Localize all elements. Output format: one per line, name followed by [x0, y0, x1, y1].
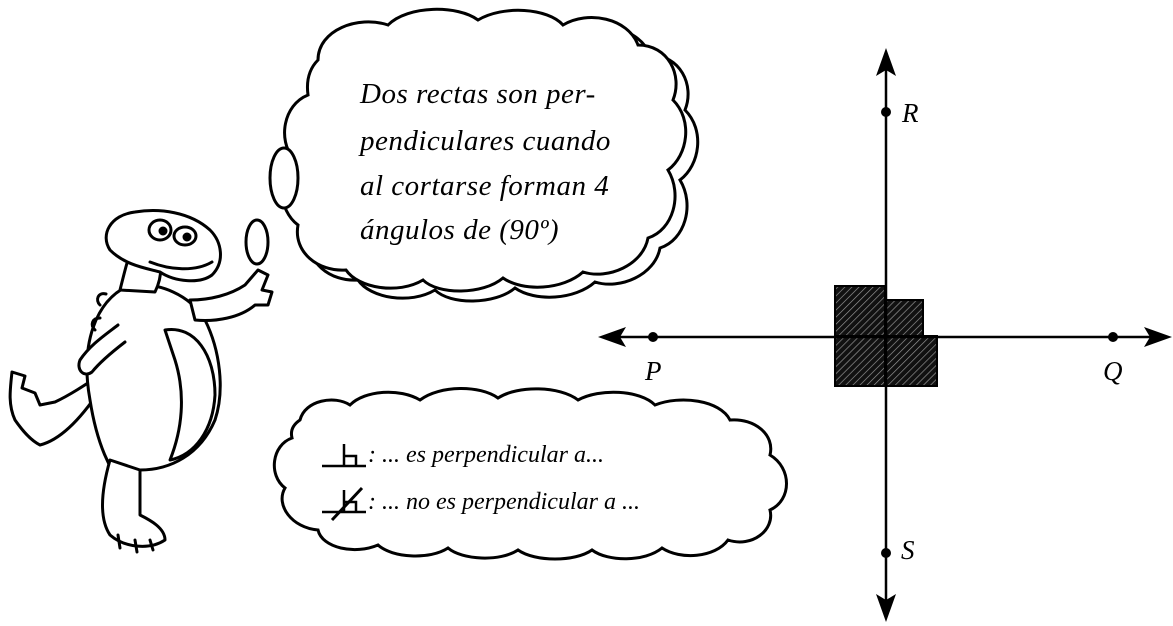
perpendicular-symbol-icon	[322, 444, 366, 468]
point-q-marker	[1108, 332, 1118, 342]
definition-text: Dos rectas son per- pendiculares cuando …	[358, 78, 611, 246]
definition-line-2: pendiculares cuando	[358, 125, 611, 157]
point-s-label: S	[901, 535, 915, 565]
right-angle-square-lower-right	[884, 335, 938, 387]
symbols-text: : ... es perpendicular a... : ... no es …	[322, 442, 640, 522]
point-q-label: Q	[1103, 356, 1123, 386]
point-r-label: R	[901, 98, 919, 128]
arrowhead-icon	[598, 327, 626, 347]
perpendicular-lines-diagram: P Q R S	[598, 48, 1172, 622]
point-p-label: P	[644, 356, 662, 386]
right-angle-square-upper-left	[834, 285, 886, 337]
not-perpendicular-meaning: : ... no es perpendicular a ...	[368, 489, 640, 515]
definition-line-3: al cortarse forman 4	[360, 170, 609, 202]
dinosaur-illustration	[8, 209, 274, 554]
point-s-marker	[881, 548, 891, 558]
arrowhead-icon	[876, 594, 896, 622]
symbols-bubble	[272, 387, 788, 561]
thought-bubble-definition	[244, 7, 700, 303]
arrowhead-icon	[876, 48, 896, 76]
right-angle-square-lower-left	[834, 335, 886, 387]
arrowhead-icon	[1144, 327, 1172, 347]
not-perpendicular-symbol-icon	[322, 486, 366, 522]
right-angle-square-upper-right	[884, 299, 924, 337]
definition-line-4: ángulos de (90º)	[360, 214, 559, 246]
point-p-marker	[648, 332, 658, 342]
perpendicular-meaning: : ... es perpendicular a...	[368, 442, 604, 468]
definition-line-1: Dos rectas son per-	[359, 78, 596, 110]
point-r-marker	[881, 107, 891, 117]
